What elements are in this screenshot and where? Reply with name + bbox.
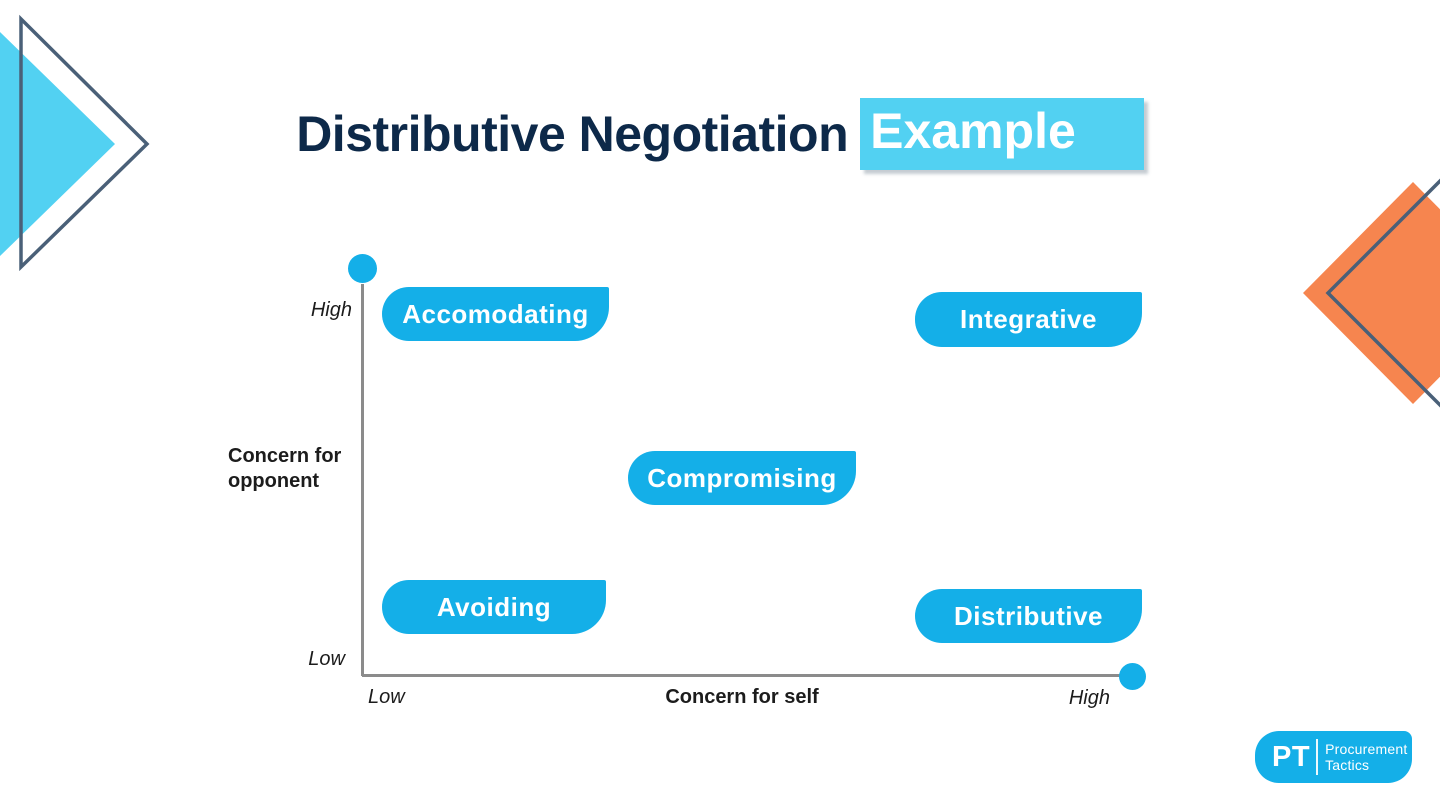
y-axis-top-dot-icon	[348, 254, 377, 283]
procurement-tactics-logo: PT Procurement Tactics	[1255, 731, 1412, 783]
logo-initials: PT	[1272, 740, 1311, 773]
pill-label: Integrative	[960, 304, 1097, 334]
y-axis-title-line1: Concern for	[228, 445, 342, 467]
logo-name-line2: Tactics	[1325, 757, 1370, 773]
pill-label: Compromising	[647, 462, 837, 493]
x-axis-high-label: High	[1068, 687, 1110, 709]
y-axis-title-line2: opponent	[228, 470, 320, 492]
x-axis-end-dot-icon	[1119, 663, 1146, 690]
y-axis-title: Concern for opponent	[228, 444, 358, 494]
title-highlight: Example	[860, 98, 1144, 170]
style-pill-integrative: Integrative	[915, 292, 1142, 347]
logo-name-line1: Procurement	[1325, 741, 1408, 757]
right-outline-diamond-icon	[1325, 178, 1440, 408]
style-pill-avoiding: Avoiding	[382, 580, 606, 634]
logo-divider	[1316, 739, 1319, 775]
pill-label: Avoiding	[436, 591, 552, 622]
y-axis-low-label: Low	[308, 648, 345, 670]
pill-label: Distributive	[953, 600, 1104, 631]
style-pill-accomodating: Accomodating	[382, 287, 609, 341]
right-orange-diamond-icon	[1303, 182, 1440, 404]
logo-name: Procurement Tactics	[1325, 741, 1407, 773]
pill-label: Accomodating	[402, 298, 589, 329]
x-axis-title: Concern for self	[665, 686, 819, 708]
style-pill-distributive: Distributive	[915, 589, 1142, 643]
x-axis-line	[362, 674, 1133, 677]
style-pill-compromising: Compromising	[628, 451, 856, 505]
x-axis-low-label: Low	[368, 686, 405, 708]
page-title: Distributive Negotiation Example	[0, 98, 1440, 170]
y-axis-line	[361, 284, 364, 676]
title-text: Distributive Negotiation	[296, 106, 849, 162]
y-axis-high-label: High	[310, 299, 352, 321]
